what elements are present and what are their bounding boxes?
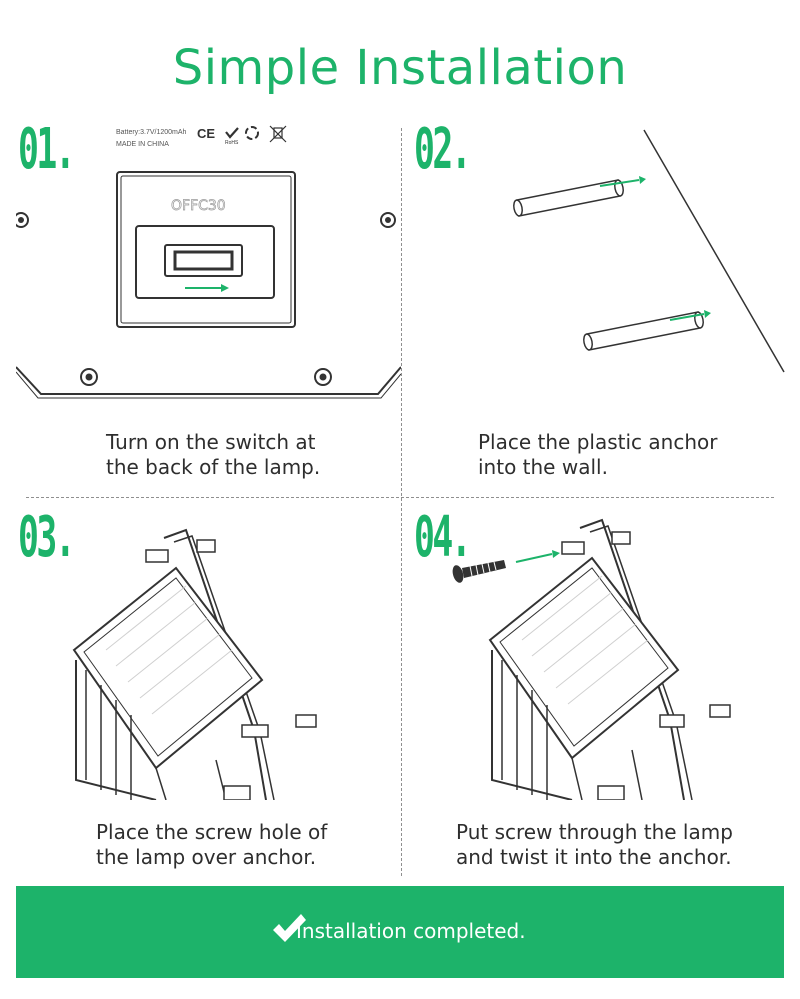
made-in-label: MADE IN CHINA <box>116 141 169 148</box>
banner-text: Installation completed. <box>296 919 526 943</box>
rohs-icon: RoHS <box>225 127 239 146</box>
step-3-panel: 03. Place the screw hole of the lamp ove… <box>16 510 401 880</box>
check-icon <box>273 914 306 942</box>
plastic-anchor-illustration <box>513 129 785 373</box>
anchor-icon <box>583 311 704 351</box>
step-number: 03. <box>18 510 76 570</box>
screw-lamp-illustration <box>452 518 731 800</box>
battery-label: Battery:3.7V/1200mAh <box>116 129 187 136</box>
anchor-icon <box>561 531 731 728</box>
vertical-divider <box>401 128 402 876</box>
anchor-icon <box>145 539 317 738</box>
step-number: 02. <box>414 122 472 182</box>
page-title: Simple Installation <box>172 40 628 96</box>
step-number: 04. <box>414 510 472 570</box>
svg-text:RoHS: RoHS <box>225 140 239 146</box>
step-2-panel: 02. Place the plastic anchor into the wa… <box>412 122 797 492</box>
completion-banner: Installation completed. <box>16 886 784 978</box>
weee-bin-icon <box>269 125 287 143</box>
lamp-over-anchor-illustration <box>72 528 317 800</box>
ce-mark: CE <box>197 126 215 141</box>
step-1-panel: Battery:3.7V/1200mAh MADE IN CHINA CE Ro… <box>16 122 401 492</box>
step-caption: Place the screw hole of the lamp over an… <box>96 820 328 869</box>
on-switch-illustration: Battery:3.7V/1200mAh MADE IN CHINA CE Ro… <box>16 125 401 399</box>
screw-head-icon <box>16 212 396 386</box>
anchor-icon <box>513 179 624 217</box>
step-caption: Place the plastic anchor into the wall. <box>478 430 718 479</box>
recycle-icon <box>245 126 259 140</box>
step-number: 01. <box>18 122 76 182</box>
step-caption: Turn on the switch at the back of the la… <box>106 430 321 479</box>
screw-icon <box>452 560 506 583</box>
horizontal-divider <box>26 497 774 498</box>
step-caption: Put screw through the lamp and twist it … <box>456 820 733 869</box>
brand-emboss: OFFC30 <box>171 198 226 214</box>
step-4-panel: 04. Put screw through the lamp and twist… <box>412 510 797 880</box>
